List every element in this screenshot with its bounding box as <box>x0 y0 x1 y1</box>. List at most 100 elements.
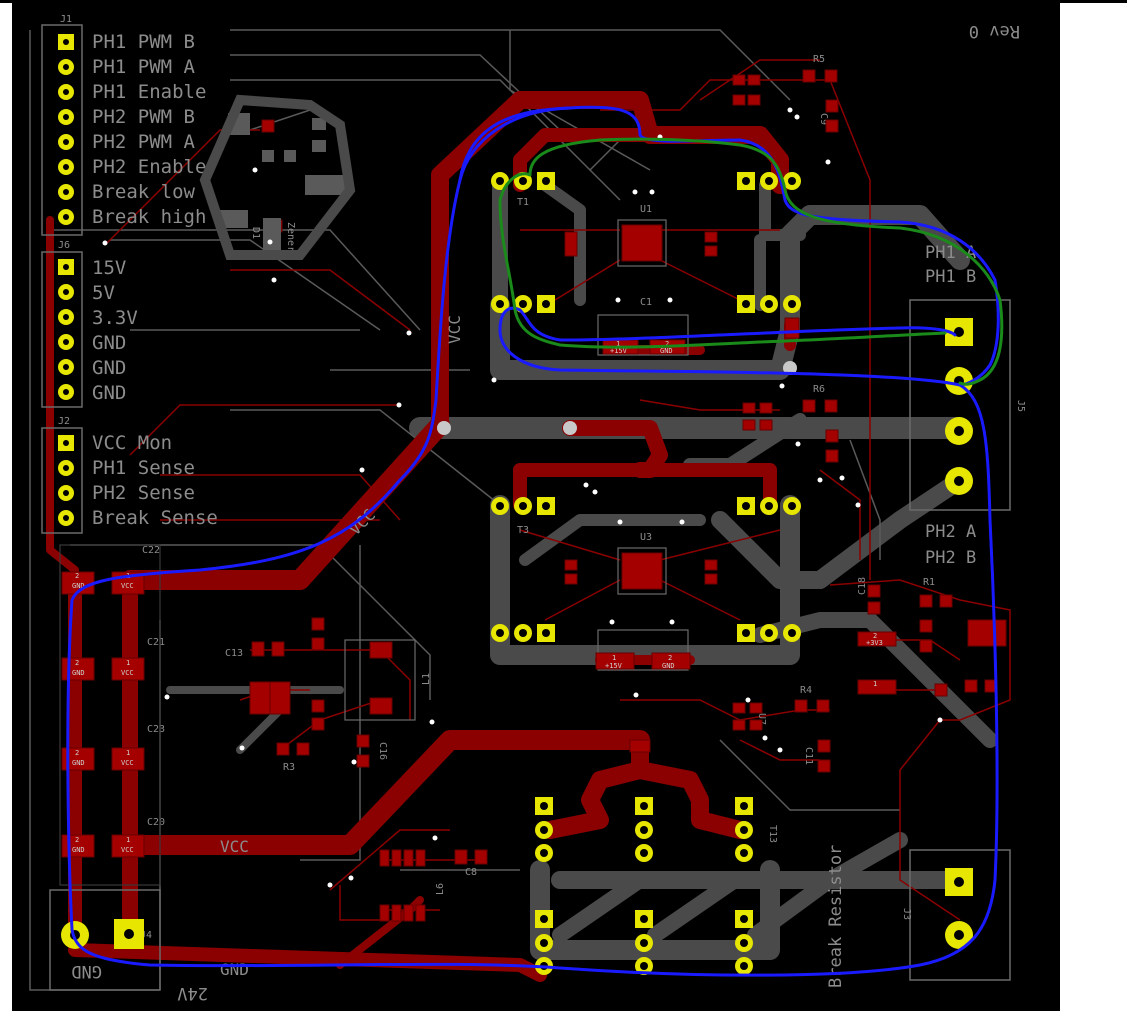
j5-ph2a-label: PH2 A <box>925 522 976 542</box>
j1-ref: J1 <box>60 14 72 25</box>
gnd-label-bottom: GND <box>220 960 249 979</box>
j6-ref: J6 <box>58 240 70 251</box>
blue-loop-upper <box>66 106 999 977</box>
j1-pin5-label: PH2 PWM A <box>92 131 196 153</box>
bottom-pour-outline <box>199 94 356 260</box>
c21-pad2-num: 2 <box>75 659 79 667</box>
t1-ref: T1 <box>517 197 529 208</box>
j1-pin1-label: PH1 PWM B <box>92 31 195 53</box>
c23-pad2-net: GND <box>72 759 85 767</box>
pad-1-num: 1 <box>873 680 877 688</box>
j1-outline <box>41 24 83 236</box>
top-thin-traces <box>104 59 1011 921</box>
c1b-pad1-net: +15V <box>605 662 623 670</box>
j5-ph2b-label: PH2 B <box>925 548 976 568</box>
j4-ref: J4 <box>140 930 152 941</box>
l1-outline <box>344 639 416 721</box>
j2-outline <box>41 427 83 534</box>
top-layer-traces <box>46 91 796 982</box>
j2-pin3-label: PH2 Sense <box>92 482 195 504</box>
c20-pad2-net: GND <box>72 846 85 854</box>
j1-pin6-label: PH2 Enable <box>92 156 206 178</box>
silkscreen: Rev 0 J1 PH1 PWM B PH1 PWM A PH1 Enable … <box>41 14 1026 1003</box>
r4-ref: R4 <box>800 685 812 696</box>
zener-ref: Zener <box>285 222 296 252</box>
c21-pad1-num: 1 <box>126 659 130 667</box>
j5-ph1b-label: PH1 B <box>925 267 976 287</box>
c23-pad1-net: VCC <box>121 759 134 767</box>
c16-ref: C16 <box>377 742 388 760</box>
c23-pad1-num: 1 <box>126 749 130 757</box>
r6-ref: R6 <box>813 384 825 395</box>
j3-outline <box>909 849 1011 981</box>
c9-ref: C9 <box>818 113 829 125</box>
vcc-label-vertical: VCC <box>445 315 464 344</box>
l6-ref: L6 <box>435 883 446 895</box>
pad-labels: 2 GND 1 VCC 2 GND 1 VCC 2 GND 1 VCC 2 GN… <box>72 340 883 854</box>
c1b-pad2-net: GND <box>662 662 675 670</box>
c20-pad1-net: VCC <box>121 846 134 854</box>
vcc-label-bottom: VCC <box>220 837 249 856</box>
revision-label: Rev 0 <box>969 21 1020 41</box>
v33-pad-net: +3V3 <box>866 639 883 647</box>
c22-ref: C22 <box>142 545 160 556</box>
u1-ref: U1 <box>640 204 652 215</box>
v33-pad-num: 2 <box>873 632 877 640</box>
u7-ref: U7 <box>756 713 767 725</box>
j6-pin4-label: GND <box>92 332 126 354</box>
l1-ref: L1 <box>421 673 432 685</box>
j6-pin5-label: GND <box>92 357 126 379</box>
j2-pin4-label: Break Sense <box>92 507 218 529</box>
u3-ref: U3 <box>640 532 652 543</box>
j4-outline <box>49 889 161 991</box>
c1b-pad1-num: 1 <box>612 654 616 662</box>
j2-pin2-label: PH1 Sense <box>92 457 195 479</box>
r1-ref: R1 <box>923 577 935 588</box>
c1a-pad1-net: +15V <box>610 347 628 355</box>
c22-pad2-num: 2 <box>75 572 79 580</box>
j1-pin7-label: Break low <box>92 181 196 203</box>
c1-ref: C1 <box>640 297 652 308</box>
c20-ref: C20 <box>147 817 165 828</box>
t3-ref: T3 <box>517 525 529 536</box>
j1-pin3-label: PH1 Enable <box>92 81 206 103</box>
c20-pad2-num: 2 <box>75 836 79 844</box>
c21-pad2-net: GND <box>72 669 85 677</box>
c21-ref: C21 <box>147 637 165 648</box>
u1-outline <box>617 219 667 267</box>
j4-24v-label: 24V <box>177 983 208 1003</box>
j3-ref: J3 <box>901 908 912 920</box>
break-resistor-label: Break Resistor <box>826 845 846 988</box>
j1-pin4-label: PH2 PWM B <box>92 106 195 128</box>
bulk-cap-outline <box>59 544 161 886</box>
green-loop <box>498 137 1004 386</box>
j2-ref: J2 <box>58 416 70 427</box>
j6-pin1-label: 15V <box>92 257 126 279</box>
c1b-pad2-num: 2 <box>668 654 672 662</box>
j6-outline <box>41 251 83 408</box>
r5-ref: R5 <box>813 54 825 65</box>
j1-pin2-label: PH1 PWM A <box>92 56 196 78</box>
bottom-components <box>218 113 345 256</box>
j6-pin2-label: 5V <box>92 282 115 304</box>
j4-gnd-label: GND <box>71 961 102 981</box>
c8-ref: C8 <box>465 867 477 878</box>
c1a-pad2-num: 2 <box>665 340 669 348</box>
c22-pad2-net: GND <box>72 582 85 590</box>
c11-ref: C11 <box>803 747 814 765</box>
c18-ref: C18 <box>857 577 868 595</box>
blue-loop-top <box>458 105 1000 387</box>
j6-pin6-label: GND <box>92 382 126 404</box>
j5-ref: J5 <box>1015 400 1026 412</box>
u3-outline <box>617 547 667 595</box>
j6-pin3-label: 3.3V <box>92 307 138 329</box>
c13-ref: C13 <box>225 648 243 659</box>
r3-ref: R3 <box>283 762 295 773</box>
j5-ph1a-label: PH1 A <box>925 243 976 263</box>
annotation-wires <box>66 105 1004 977</box>
d1-ref: D1 <box>250 227 261 239</box>
c22-pad1-net: VCC <box>121 582 134 590</box>
t13-ref: T13 <box>767 825 778 843</box>
